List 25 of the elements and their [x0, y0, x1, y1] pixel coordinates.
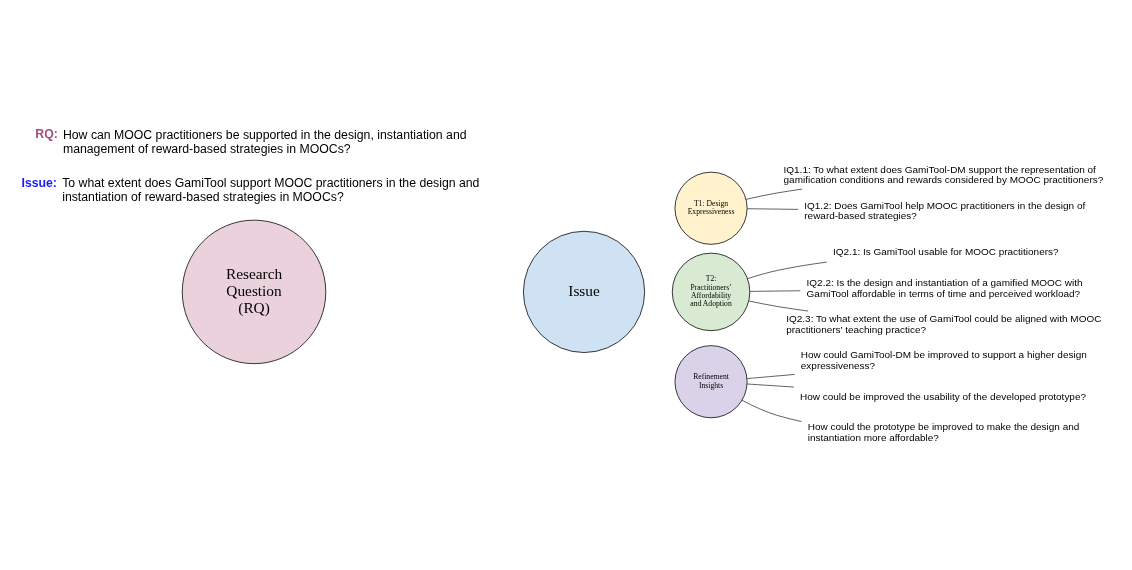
label: Issue: [21, 175, 57, 190]
label: RQ: [35, 127, 58, 142]
connector [746, 208, 799, 210]
node-circle: Issue [523, 230, 646, 353]
node-circle: T1: Design Expressiveness [674, 171, 748, 245]
node-text: IQ2.1: Is GamiTool usable for MOOC practitioners? [833, 246, 1059, 258]
connector [749, 290, 801, 292]
connector [746, 374, 795, 379]
connector [746, 383, 795, 388]
node-text: How could GamiTool-DM be improved to support a higher design expressiveness? [800, 349, 1087, 371]
node-text: IQ1.1: To what extent does GamiTool-DM support the representation of gamification conditions and rewards considered by MOOC practitioners? [783, 163, 1104, 186]
connector [747, 261, 828, 280]
node-text: IQ1.2: Does GamiTool help MOOC practitioners in the design of reward-based strategies? [804, 199, 1086, 222]
node-circle: Research Question (RQ) [181, 219, 327, 365]
node-circle: Refinement Insights [674, 345, 748, 419]
label: How can MOOC practitioners be supported in the design, instantiation and management of reward-based strategies in MOOCs? [62, 128, 467, 156]
node-text: IQ2.3: To what extent the use of GamiTool could be aligned with MOOC practitioners’ teaching practice? [786, 313, 1102, 335]
node-text: IQ2.2: Is the design and instantiation of a gamified MOOC with GamiTool affordable in terms of time and perceived workload? [806, 277, 1083, 299]
node-circle: T2: Practitioners’ Affordability and Adoption [671, 252, 751, 332]
connector [741, 399, 802, 422]
connector [745, 188, 803, 200]
label: To what extent does GamiTool support MOOC practitioners in the design and instantiation of reward-based strategies in MOOCs? [62, 176, 480, 205]
connector [748, 300, 809, 312]
node-text: How could the prototype be improved to make the design and instantiation more affordable? [807, 421, 1080, 444]
node-text: How could be improved the usability of the developed prototype? [800, 390, 1087, 402]
